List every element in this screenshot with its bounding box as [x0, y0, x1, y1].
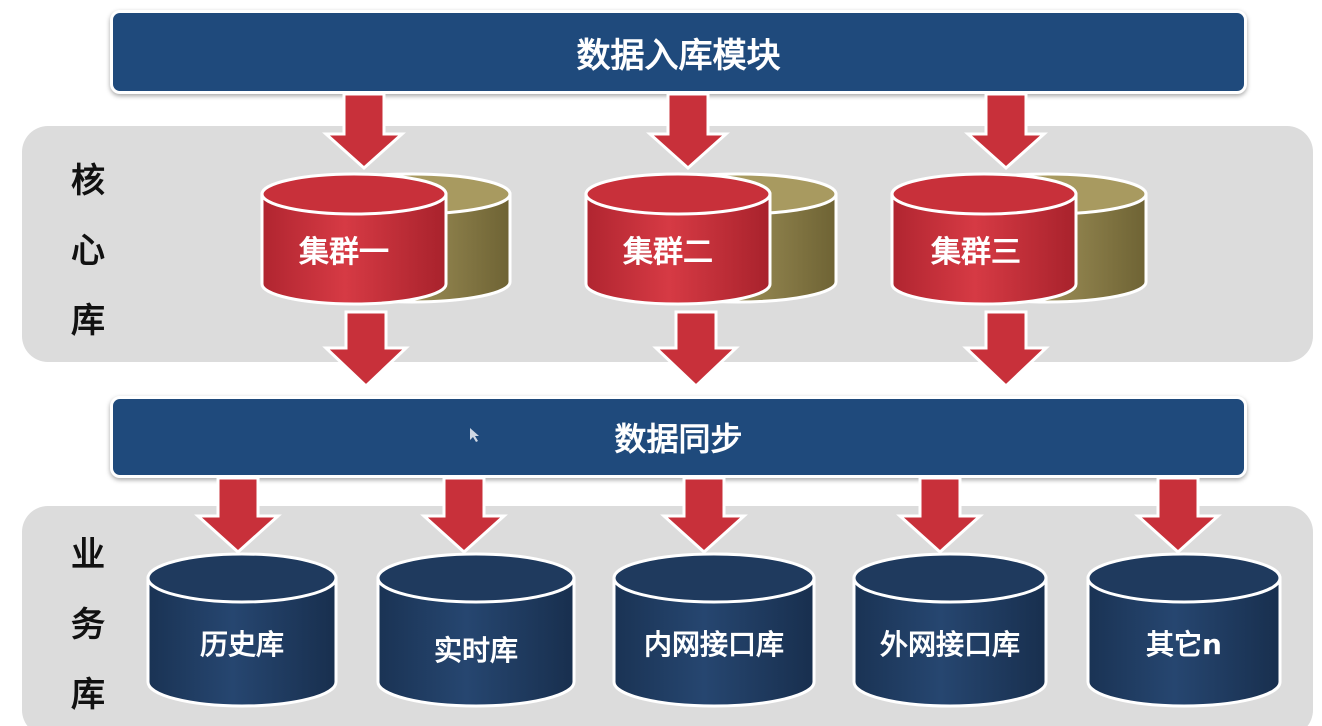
- cluster-1-label: 集群一: [298, 235, 389, 270]
- down-arrow-icon: [962, 310, 1050, 389]
- history-db-cylinder: 历史库: [146, 552, 338, 708]
- business-label-char-2: 务: [71, 605, 105, 645]
- intranet-interface-db-label: 内网接口库: [644, 628, 784, 661]
- extranet-interface-db-label: 外网接口库: [880, 628, 1020, 661]
- history-db-label: 历史库: [200, 628, 284, 661]
- realtime-db-cylinder: 实时库: [376, 552, 576, 708]
- cluster-2-cylinder: 集群二: [584, 172, 838, 306]
- data-sync-label: 数据同步: [614, 420, 743, 458]
- down-arrow-icon: [652, 310, 740, 389]
- cluster-3-cylinder: 集群三: [890, 172, 1148, 306]
- cluster-3-label: 集群三: [930, 235, 1021, 270]
- down-arrow-icon: [660, 476, 748, 555]
- core-library-label: 核 心 库: [58, 146, 118, 356]
- extranet-interface-db-cylinder: 外网接口库: [852, 552, 1048, 708]
- cluster-1-cylinder: 集群一: [260, 172, 512, 306]
- business-label-char-1: 业: [71, 535, 105, 575]
- cluster-2-label: 集群二: [622, 235, 713, 270]
- data-sync-bar: 数据同步: [110, 396, 1247, 478]
- intranet-interface-db-cylinder: 内网接口库: [612, 552, 816, 708]
- core-label-char-1: 核: [71, 161, 105, 201]
- business-library-label: 业 务 库: [58, 520, 118, 726]
- realtime-db-label: 实时库: [434, 634, 518, 667]
- down-arrow-icon: [420, 476, 508, 555]
- down-arrow-icon: [322, 310, 410, 389]
- core-label-char-3: 库: [71, 301, 105, 341]
- mouse-pointer-icon: [470, 428, 479, 442]
- down-arrow-icon: [322, 92, 406, 171]
- other-db-cylinder: 其它n: [1086, 552, 1282, 708]
- down-arrow-icon: [896, 476, 984, 555]
- business-label-char-3: 库: [71, 675, 105, 715]
- down-arrow-icon: [1134, 476, 1222, 555]
- down-arrow-icon: [964, 92, 1048, 171]
- other-db-label: 其它n: [1146, 628, 1222, 661]
- down-arrow-icon: [646, 92, 730, 171]
- down-arrow-icon: [194, 476, 282, 555]
- core-label-char-2: 心: [71, 231, 105, 271]
- data-ingestion-module-bar: 数据入库模块: [110, 10, 1247, 94]
- data-ingestion-module-label: 数据入库模块: [576, 35, 781, 76]
